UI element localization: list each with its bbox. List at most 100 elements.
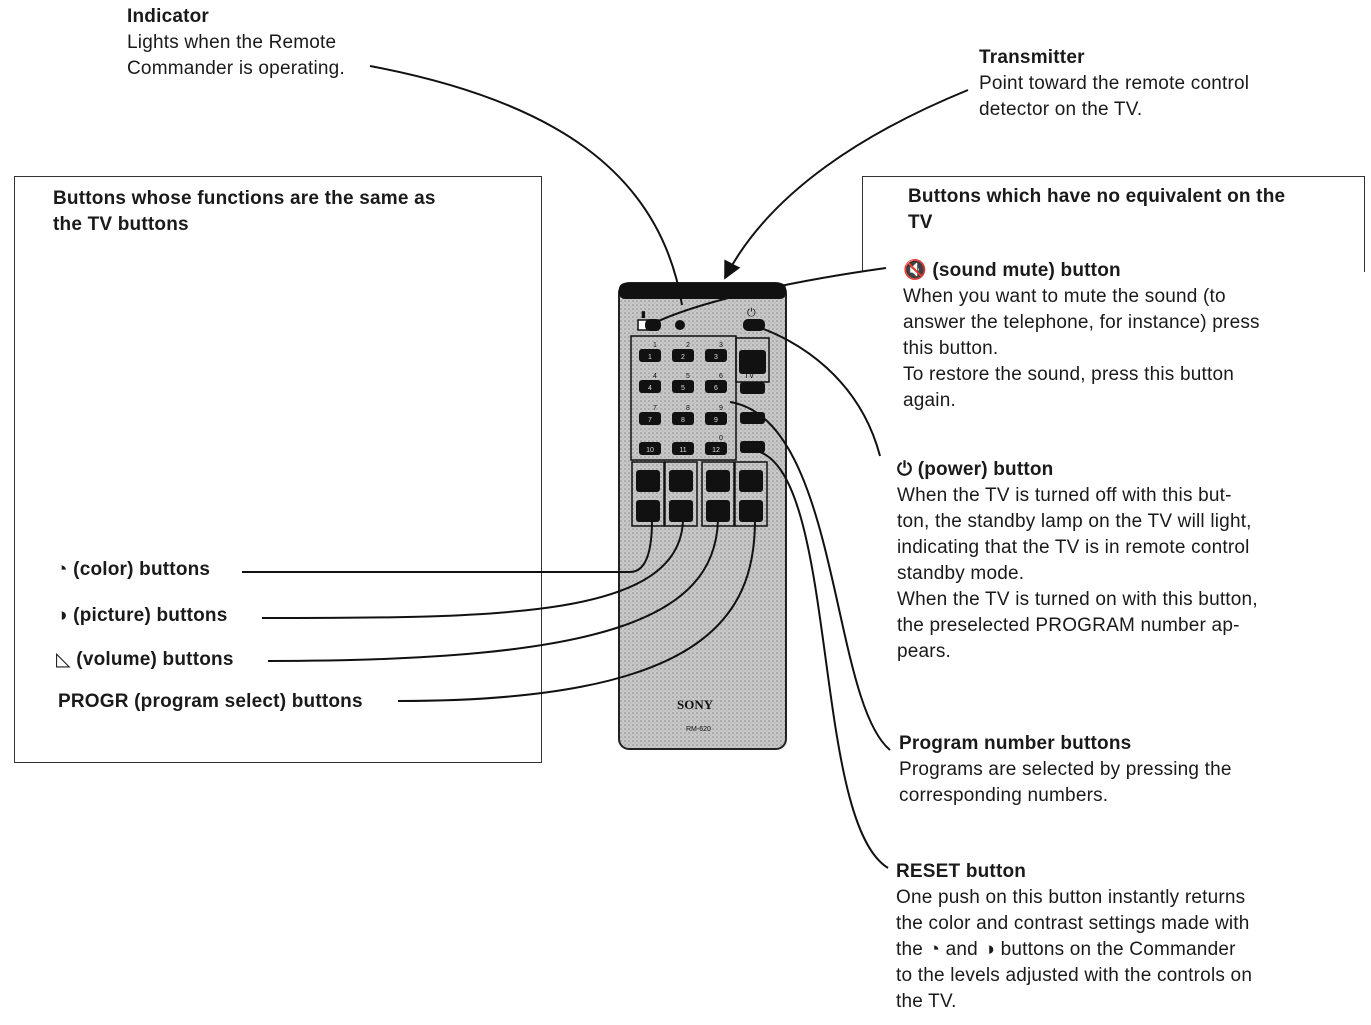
reset-title: RESET button — [896, 861, 1027, 882]
reset-line: the TV. — [896, 991, 957, 1012]
reset-line: the ◔ and ◑ buttons on the Commander — [896, 939, 1236, 960]
picture-leader — [261, 519, 684, 619]
program-number-button[interactable]: 4 — [639, 380, 661, 393]
picture-label-text: (picture) buttons — [73, 605, 228, 626]
right-box — [862, 176, 1365, 272]
progr-leader — [397, 519, 756, 702]
adjust-key — [706, 500, 730, 522]
adjust-key — [669, 500, 693, 522]
picture-icon: ◑ — [56, 605, 68, 626]
program-number-button[interactable]: 6 — [705, 380, 727, 393]
program-number-leader — [729, 401, 891, 751]
program-number-line: corresponding numbers. — [899, 785, 1109, 806]
right-heading-line: Buttons which have no equivalent on the — [908, 186, 1286, 207]
key-number: 1 — [648, 354, 652, 361]
indicator-title: Indicator — [127, 6, 210, 27]
program-number-button[interactable]: 7 — [639, 412, 661, 425]
indicator-leader — [369, 65, 683, 306]
power-line: standby mode. — [897, 563, 1025, 584]
transmitter-title: Transmitter — [979, 47, 1085, 68]
picture-adjust-keys[interactable] — [664, 461, 698, 527]
mute-description: 🔇 (sound mute) button When you want to m… — [903, 258, 1260, 414]
picture-buttons-label: ◑ (picture) buttons — [56, 603, 228, 629]
keypad-digit-label: 7 — [653, 405, 657, 412]
key-number: 9 — [714, 417, 718, 424]
program-number-button[interactable]: 2 — [672, 349, 694, 362]
key-number: 12 — [712, 447, 720, 454]
progr-adjust-keys[interactable] — [734, 461, 768, 527]
power-leader — [751, 324, 881, 457]
power-line: When the TV is turned off with this but- — [897, 485, 1232, 506]
power-title-line: ⏻ (power) button — [897, 457, 1258, 483]
key-cap — [705, 442, 727, 455]
key-number: 3 — [714, 354, 718, 361]
key-number: 6 — [714, 385, 718, 392]
key-number: 2 — [681, 354, 685, 361]
adjust-key — [636, 500, 660, 522]
adjust-key — [669, 470, 693, 492]
right-heading-line: TV — [908, 212, 933, 233]
reset-leader — [751, 449, 889, 869]
mute-title: (sound mute) button — [932, 260, 1121, 281]
side-button — [740, 412, 765, 424]
volume-icon: ◺ — [56, 649, 71, 670]
mute-line: this button. — [903, 338, 999, 359]
key-cap — [672, 412, 694, 425]
program-number-button[interactable]: 5 — [672, 380, 694, 393]
right-box-heading: Buttons which have no equivalent on the … — [908, 184, 1285, 236]
reset-line: to the levels adjusted with the controls… — [896, 965, 1253, 986]
power-line: indicating that the TV is in remote cont… — [897, 537, 1250, 558]
power-line: ton, the standby lamp on the TV will lig… — [897, 511, 1252, 532]
power-line: When the TV is turned on with this butto… — [897, 589, 1258, 610]
keypad-frame — [630, 335, 737, 461]
keypad-digit-label: 0 — [719, 435, 723, 442]
keypad-digit-label: 6 — [719, 373, 723, 380]
key-number: 5 — [681, 385, 685, 392]
model-label: RM-620 — [686, 726, 711, 733]
left-box — [14, 176, 542, 763]
left-heading-line: Buttons whose functions are the same as — [53, 188, 436, 209]
key-cap — [639, 412, 661, 425]
transmitter-leader — [724, 89, 969, 280]
volume-adjust-keys[interactable] — [701, 461, 735, 527]
adjust-key — [739, 470, 763, 492]
indicator-dot — [675, 320, 685, 330]
power-description: ⏻ (power) button When the TV is turned o… — [897, 457, 1258, 665]
mute-title-line: 🔇 (sound mute) button — [903, 258, 1260, 284]
keypad-digit-label: 5 — [686, 373, 690, 380]
progr-buttons-label: PROGR (program select) buttons — [58, 689, 363, 715]
color-adjust-keys[interactable] — [631, 461, 665, 527]
program-number-button[interactable]: 10 — [639, 442, 661, 455]
reset-line: the color and contrast settings made wit… — [896, 913, 1250, 934]
mute-line: again. — [903, 390, 956, 411]
program-number-button[interactable]: 3 — [705, 349, 727, 362]
power-icon: ⏻ — [897, 459, 913, 480]
indicator-line: Commander is operating. — [127, 58, 345, 79]
power-line: pears. — [897, 641, 952, 662]
color-label-text: (color) buttons — [73, 559, 211, 580]
color-icon: ◔ — [56, 559, 68, 580]
key-number: 7 — [648, 417, 652, 424]
adjust-frame — [734, 461, 768, 527]
adjust-key — [636, 470, 660, 492]
program-number-description: Program number buttons Programs are sele… — [899, 731, 1232, 809]
reset-line: One push on this button instantly return… — [896, 887, 1246, 908]
program-number-button[interactable]: 1 — [639, 349, 661, 362]
program-number-button[interactable]: 9 — [705, 412, 727, 425]
power-line: the preselected PROGRAM number ap- — [897, 615, 1240, 636]
tv-label: TV — [744, 371, 755, 380]
program-number-button[interactable]: 8 — [672, 412, 694, 425]
key-cap — [639, 442, 661, 455]
adjust-key — [739, 500, 763, 522]
key-cap — [705, 412, 727, 425]
color-leader — [242, 519, 653, 573]
program-number-button[interactable]: 11 — [672, 442, 694, 455]
adjust-frame — [664, 461, 698, 527]
color-buttons-label: ◔ (color) buttons — [56, 557, 210, 583]
left-heading-line: the TV buttons — [53, 214, 189, 235]
program-number-button[interactable]: 12 — [705, 442, 727, 455]
key-cap — [672, 380, 694, 393]
keypad-digit-label: 3 — [719, 342, 723, 349]
